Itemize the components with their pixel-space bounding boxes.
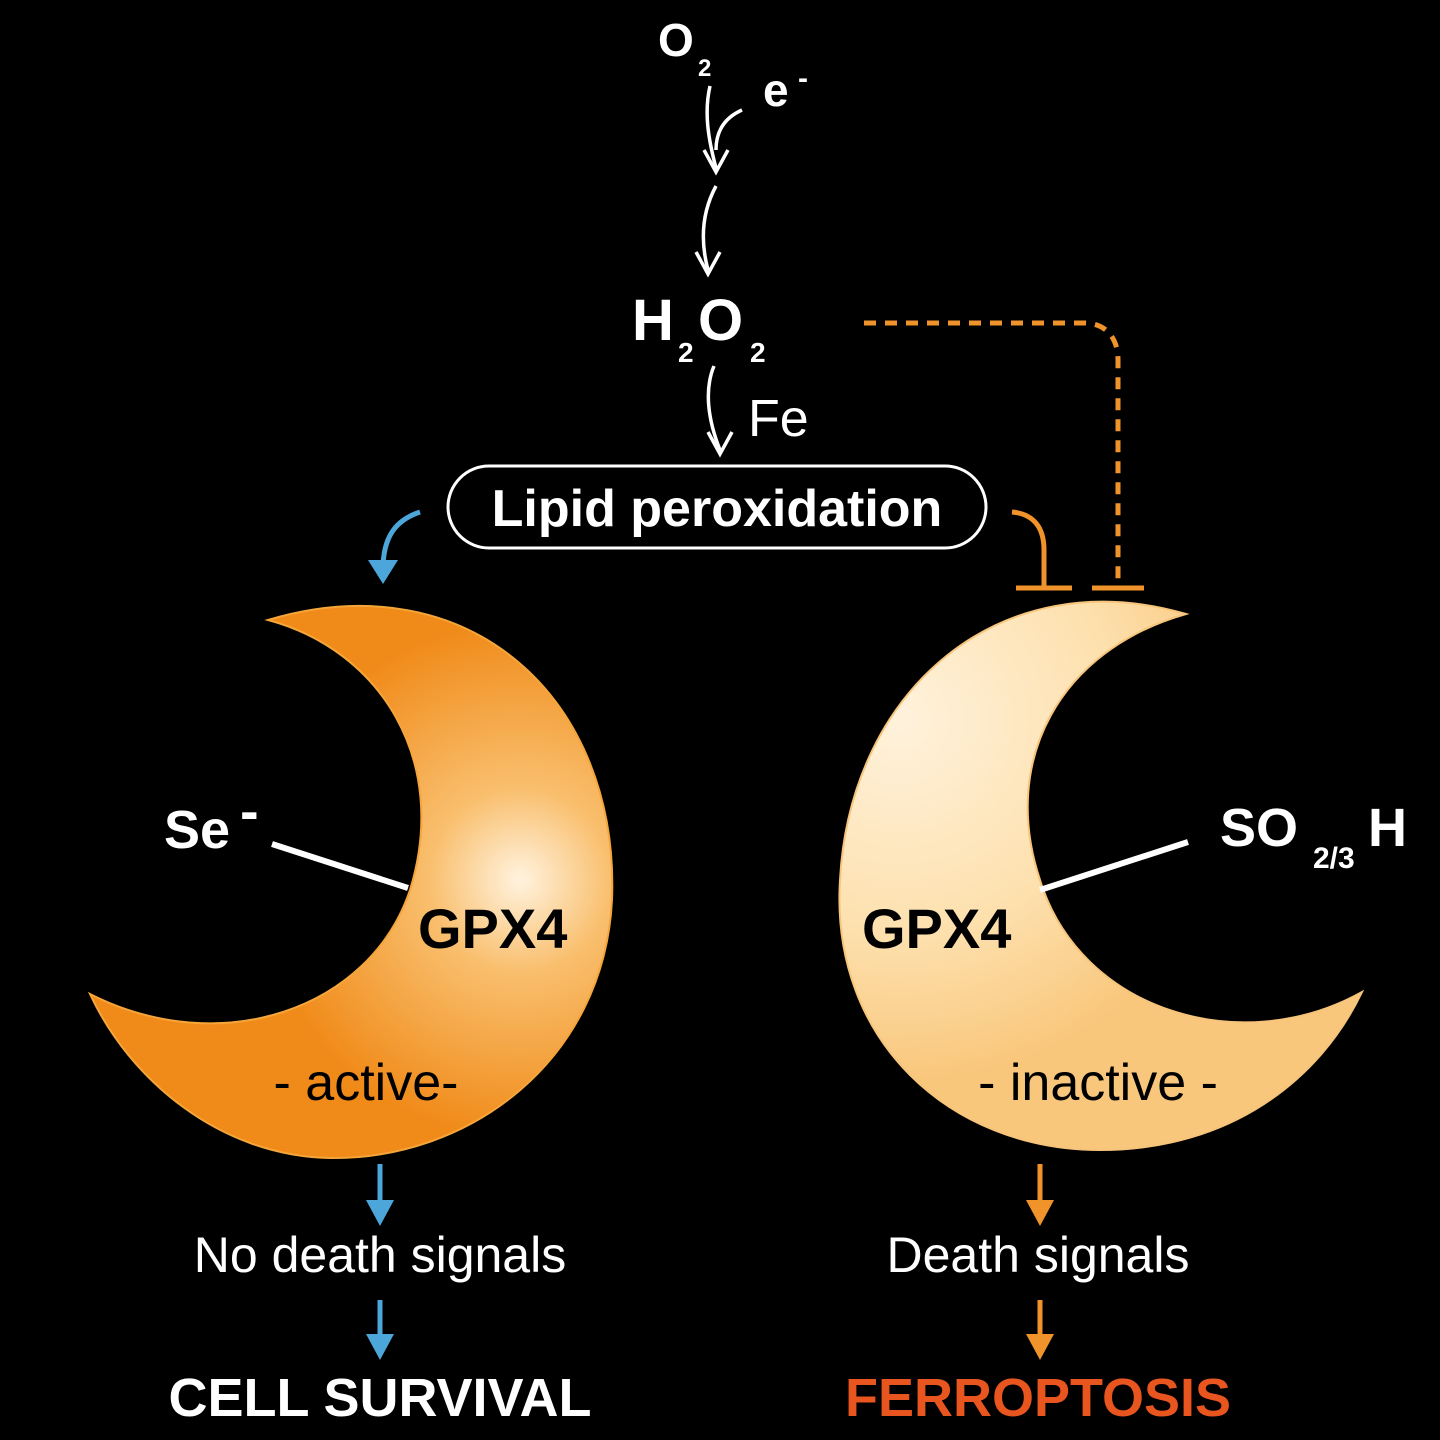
left-arrow-2-head [366,1334,394,1360]
svg-text:SO: SO [1220,798,1298,858]
lipid-to-active-gpx4-arrow [380,509,421,567]
svg-text:-: - [240,779,259,842]
iron-label: Fe [748,390,809,448]
oxygen-to-superoxide-arrow [705,85,718,169]
arrowhead-2 [694,251,722,278]
selenium-label: Se - [164,779,259,860]
svg-text:2: 2 [750,337,766,368]
lipid-inhibit-inactive-gpx4 [1011,509,1047,588]
active-gpx4-label: GPX4 [418,897,567,960]
arrowhead-3 [706,431,734,458]
svg-text:O: O [658,14,694,66]
ferroptosis-label: FERROPTOSIS [845,1368,1231,1428]
inactive-state-label: - inactive - [978,1054,1218,1112]
svg-text:2: 2 [698,55,711,82]
no-death-signals-label: No death signals [194,1227,566,1283]
inactive-gpx4-label: GPX4 [862,897,1011,960]
sulfinic-bond-line [1039,839,1189,893]
sulfinic-acid-label: SO 2/3 H [1220,798,1407,875]
svg-text:2: 2 [678,337,694,368]
cell-survival-label: CELL SURVIVAL [168,1368,591,1428]
selenium-bond-line [271,841,409,891]
superoxide-to-h2o2-arrow [701,185,718,271]
svg-text:H: H [632,288,674,353]
active-gpx4-crescent [87,604,614,1160]
electron-merge-arrow [714,108,743,151]
electron-label: e - [763,62,808,116]
h2o2-label: H 2 O 2 [632,288,766,368]
arrowhead-1 [702,149,730,176]
left-arrow-1-head [366,1200,394,1226]
svg-text:2/3: 2/3 [1313,842,1355,875]
svg-text:Se: Se [164,800,230,860]
svg-text:-: - [798,62,808,95]
svg-text:O: O [698,288,743,353]
oxygen-label: O 2 [658,14,711,82]
death-signals-label: Death signals [887,1227,1190,1283]
lipid-peroxidation-box [446,464,988,550]
blue-arrowhead-top [368,560,398,584]
h2o2-inhibit-dashed-line [864,320,1121,588]
lipid-peroxidation-label: Lipid peroxidation [492,480,943,538]
h2o2-to-lipid-arrow [706,365,722,451]
inactive-gpx4-crescent [838,600,1365,1152]
svg-text:H: H [1368,798,1407,858]
right-arrow-1-head [1026,1200,1054,1226]
svg-text:e: e [763,64,789,116]
active-state-label: - active- [274,1054,459,1112]
right-arrow-2-head [1026,1334,1054,1360]
